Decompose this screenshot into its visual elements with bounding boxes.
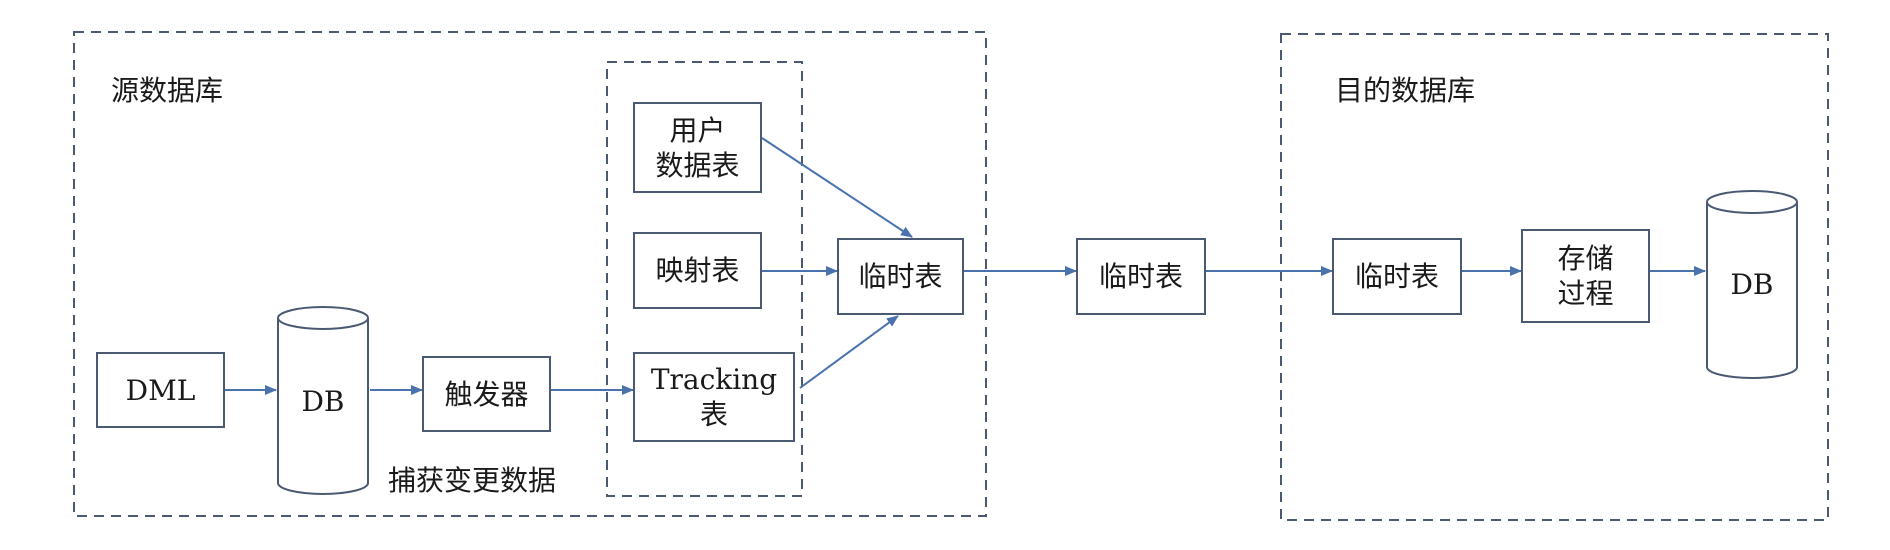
temp-table-3-label: 临时表	[1354, 260, 1439, 293]
temp-table-1-label: 临时表	[858, 260, 943, 293]
user-table-label: 用户 数据表	[655, 113, 740, 182]
db-source-cylinder	[277, 306, 369, 495]
temp-table-3-box: 临时表	[1332, 238, 1462, 315]
db-target-label: DB	[1730, 268, 1774, 301]
temp-table-2-box: 临时表	[1076, 238, 1206, 315]
capture-region	[606, 61, 803, 497]
source-db-region	[73, 31, 987, 517]
mapping-table-box: 映射表	[633, 232, 762, 309]
trigger-box: 触发器	[422, 356, 551, 432]
temp-table-1-box: 临时表	[837, 238, 964, 315]
user-table-box: 用户 数据表	[633, 102, 762, 193]
stored-procedure-label: 存储 过程	[1557, 242, 1614, 310]
capture-change-data-label: 捕获变更数据	[388, 464, 557, 497]
tracking-table-label: Tracking 表	[650, 363, 778, 431]
target-db-region	[1280, 33, 1829, 521]
mapping-table-label: 映射表	[655, 254, 740, 287]
arrow-tracking-to-temp	[799, 315, 899, 389]
db-source-label: DB	[301, 385, 345, 418]
db-target-cylinder	[1706, 190, 1798, 379]
source-db-label: 源数据库	[111, 74, 224, 107]
temp-table-2-label: 临时表	[1098, 260, 1183, 293]
trigger-label: 触发器	[444, 377, 529, 411]
arrow-user-table-to-temp	[761, 137, 913, 238]
stored-procedure-box: 存储 过程	[1521, 229, 1650, 323]
target-db-label: 目的数据库	[1335, 74, 1476, 107]
dml-box: DML	[96, 352, 225, 428]
dml-label: DML	[125, 373, 196, 407]
tracking-table-box: Tracking 表	[633, 352, 795, 442]
